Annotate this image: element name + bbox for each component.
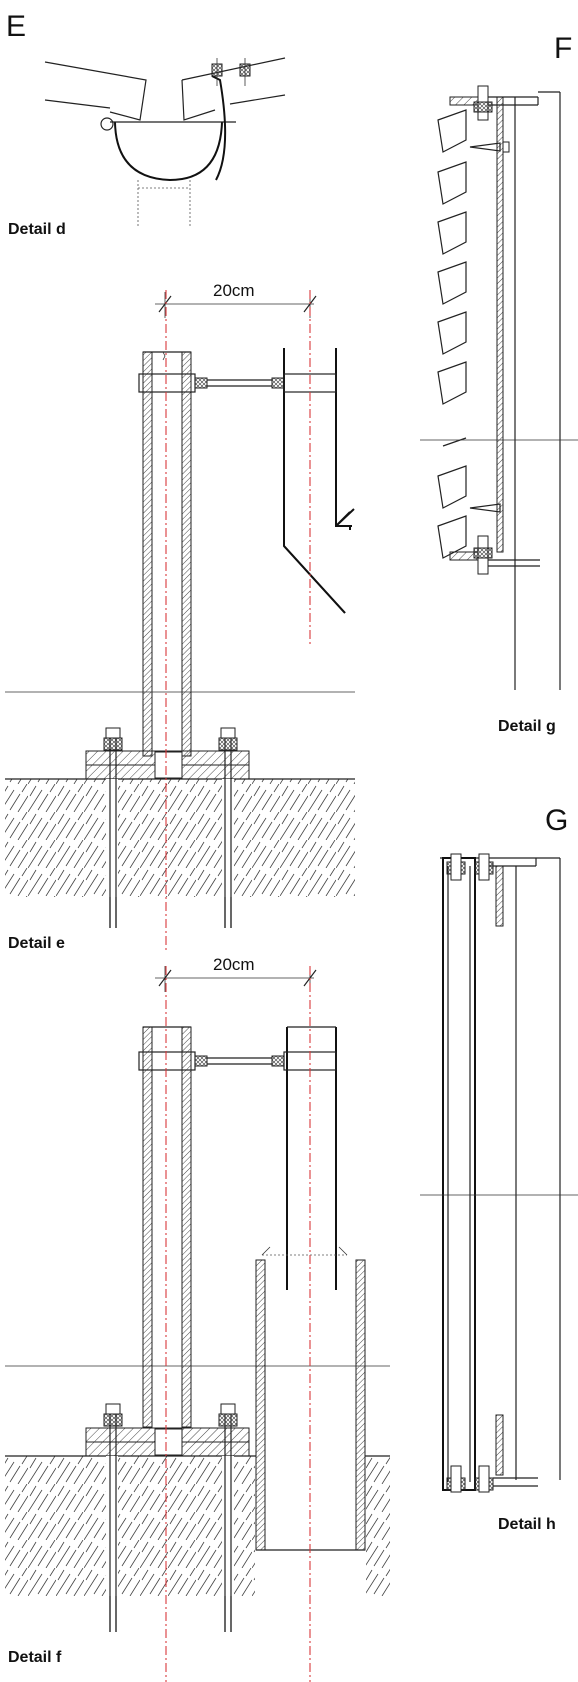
detail-label-d: Detail d xyxy=(8,221,66,238)
section-label-e: E xyxy=(6,10,26,43)
section-label-f: F xyxy=(554,32,572,65)
detail-label-h: Detail h xyxy=(498,1516,556,1533)
detail-h-panel xyxy=(420,853,578,1493)
dimension-label-f: 20cm xyxy=(213,955,255,974)
section-label-g: G xyxy=(545,804,568,837)
detail-e-post xyxy=(5,290,355,950)
detail-f-post xyxy=(5,966,390,1682)
detail-d-gutter xyxy=(44,57,286,228)
dimension-label-e: 20cm xyxy=(213,281,255,300)
detail-g-louvres xyxy=(420,85,578,690)
detail-label-f: Detail f xyxy=(8,1649,62,1666)
detail-label-g: Detail g xyxy=(498,718,556,735)
detail-label-e: Detail e xyxy=(8,935,65,952)
